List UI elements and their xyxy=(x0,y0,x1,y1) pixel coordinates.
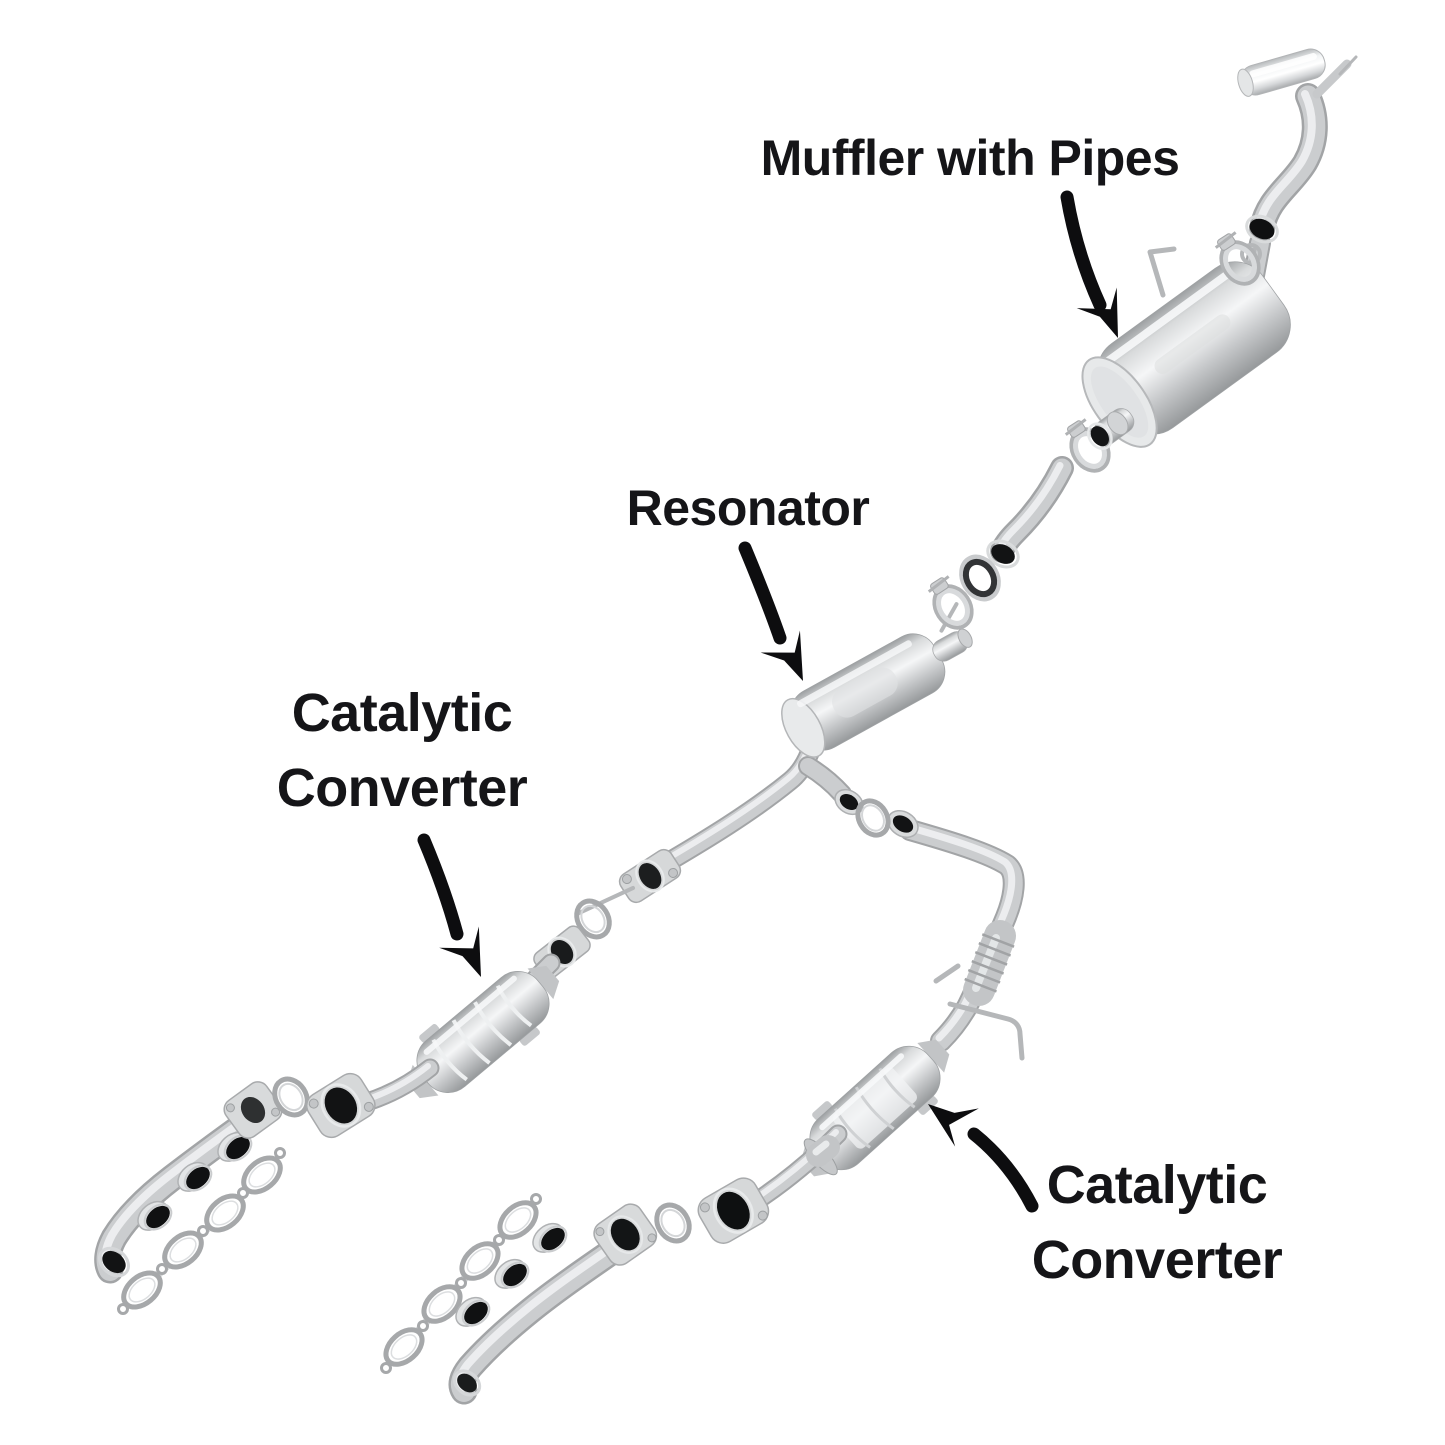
muffler-label-text: Muffler with Pipes xyxy=(760,130,1180,186)
muffler-label: Muffler with Pipes xyxy=(710,124,1230,193)
cat-outlet-flange xyxy=(697,1177,770,1244)
tailpipe-bracket xyxy=(1312,59,1352,99)
elbow-opening xyxy=(834,788,864,816)
cat-left-line2: Converter xyxy=(276,757,528,818)
tailpipe-opening xyxy=(1245,214,1279,244)
catalytic-right-arrow xyxy=(916,1083,1039,1213)
muffler xyxy=(1081,232,1291,450)
catalytic-converter-left xyxy=(306,925,591,1139)
intermediate-pipe xyxy=(986,466,1062,569)
resonator-label: Resonator xyxy=(573,474,923,543)
manifold-gasket-left xyxy=(117,1147,287,1314)
tailpipe-tip xyxy=(1237,48,1326,97)
y-pipe xyxy=(577,744,864,915)
hanger-bracket xyxy=(947,1001,1025,1061)
exhaust-manifold-right xyxy=(450,1203,658,1400)
manifold-collector-flange xyxy=(593,1203,658,1266)
front-pipe-right xyxy=(887,810,1025,1061)
gasket-ring-y xyxy=(855,798,891,838)
catalytic-converter-right xyxy=(697,1039,950,1244)
tailpipe xyxy=(1237,48,1358,244)
resonator-arrow xyxy=(738,541,822,693)
hanger-pin xyxy=(577,886,635,915)
catalytic-converter-right-label: Catalytic Converter xyxy=(987,1148,1327,1297)
flex-pipe xyxy=(963,920,1016,1006)
resonator xyxy=(781,602,973,758)
gasket-ring-muffler xyxy=(959,554,1001,602)
gasket-ring-right-manifold xyxy=(650,1199,696,1247)
exhaust-manifold-left xyxy=(94,1081,283,1282)
cat-left-line1: Catalytic xyxy=(291,683,513,743)
cat-outlet-flange xyxy=(306,1072,376,1139)
y-pipe-flange xyxy=(618,848,682,904)
resonator-label-text: Resonator xyxy=(626,480,870,536)
catalytic-left-arrow xyxy=(417,833,500,988)
hanger-rod xyxy=(1147,246,1177,298)
manifold-gasket-right xyxy=(379,1193,542,1374)
catalytic-converter-left-label: Catalytic Converter xyxy=(232,676,572,825)
manifold-end-opening xyxy=(98,1246,130,1278)
manifold-collector-flange xyxy=(223,1081,283,1139)
band-clamp-resonator xyxy=(922,572,979,635)
muffler-arrow xyxy=(1060,190,1137,349)
cat-right-line1: Catalytic xyxy=(1046,1155,1268,1215)
cat-right-line2: Converter xyxy=(1031,1229,1283,1290)
pipe-flared-end xyxy=(887,810,919,838)
